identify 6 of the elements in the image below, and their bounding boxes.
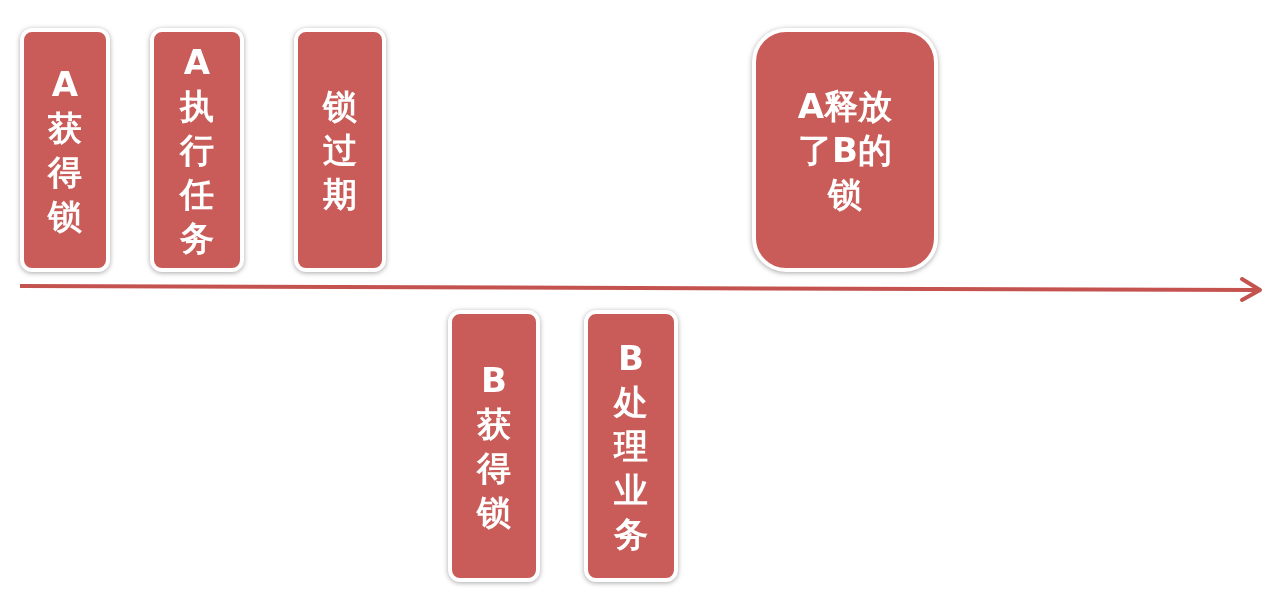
event-label: 锁过期	[322, 85, 358, 216]
event-label: A获得锁	[47, 63, 83, 238]
event-label: B处理业务	[613, 337, 649, 556]
event-label: A执行任务	[179, 41, 215, 260]
event-label: A释放了B的锁	[796, 85, 894, 216]
event-label: B获得锁	[476, 359, 512, 534]
